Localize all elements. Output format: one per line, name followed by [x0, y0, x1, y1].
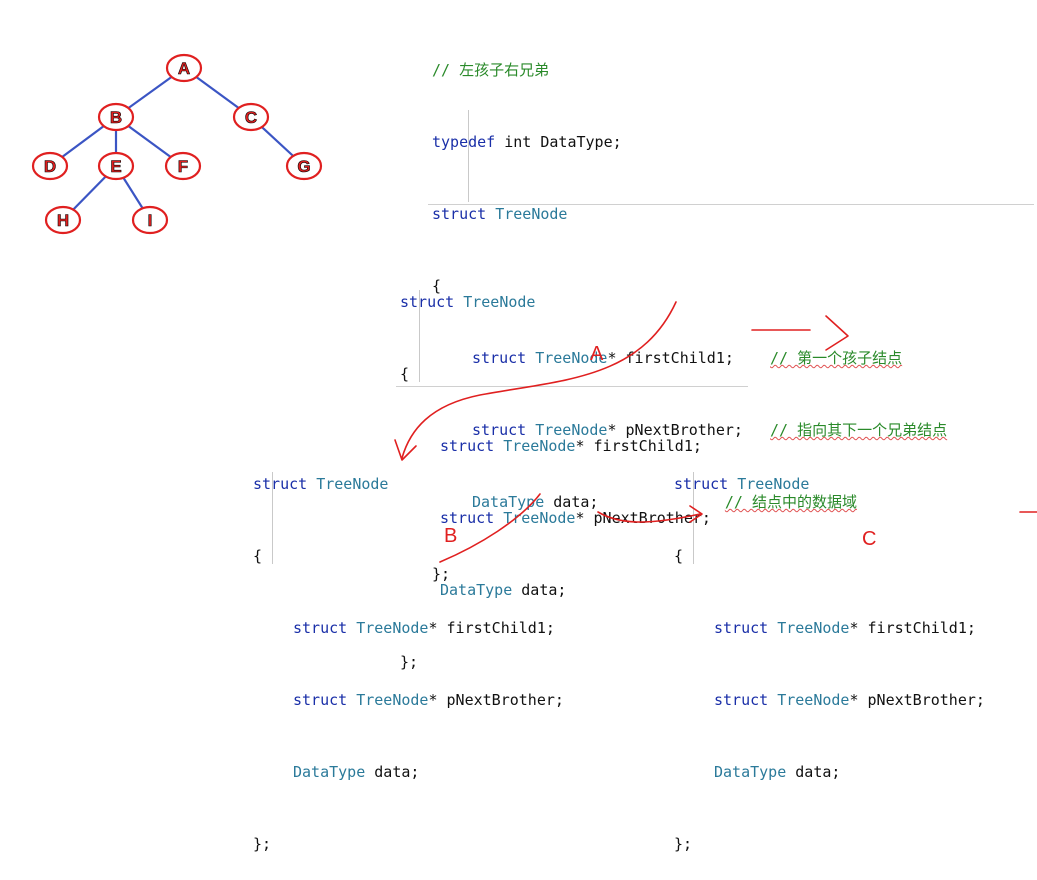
- code-gutter: [419, 290, 420, 382]
- tree-node-a: A: [165, 53, 203, 83]
- field-comment: // 指向其下一个兄弟结点: [770, 421, 948, 439]
- type-name: TreeNode: [768, 619, 850, 637]
- typedef-rest: int DataType;: [495, 133, 622, 151]
- keyword: struct: [714, 619, 769, 637]
- keyword: struct: [253, 475, 308, 493]
- close-brace: };: [253, 835, 272, 853]
- open-brace: {: [674, 547, 684, 565]
- tree-node-e: E: [97, 151, 135, 181]
- keyword: struct: [674, 475, 729, 493]
- node-block-b: struct TreeNode { struct TreeNode* first…: [253, 424, 564, 880]
- tree-node-label: C: [245, 108, 257, 127]
- tree-node-b: B: [97, 102, 135, 132]
- keyword: struct: [714, 691, 769, 709]
- field-name: * firstChild1;: [849, 619, 976, 637]
- tree-node-label: F: [178, 157, 188, 176]
- struct-name: TreeNode: [728, 475, 810, 493]
- type-name: DataType: [293, 763, 366, 781]
- code-block-border: [428, 204, 1034, 205]
- tree-node-label: H: [57, 211, 69, 230]
- comment-text: // 左孩子右兄弟: [432, 61, 550, 79]
- struct-name: TreeNode: [307, 475, 389, 493]
- tree-node-i: I: [131, 205, 169, 235]
- struct-name: TreeNode: [454, 293, 536, 311]
- tree-edges: [49, 67, 305, 221]
- tree-node-label: I: [148, 211, 153, 230]
- node-marker-b: B: [444, 525, 458, 547]
- type-name: DataType: [714, 763, 787, 781]
- tree-node-g: G: [285, 151, 323, 181]
- keyword: struct: [432, 205, 487, 223]
- tree-node-label: D: [44, 157, 56, 176]
- code-gutter: [468, 110, 469, 202]
- close-brace: };: [674, 835, 693, 853]
- code-gutter: [272, 472, 273, 564]
- code-block-border: [396, 386, 748, 387]
- open-brace: {: [400, 365, 410, 383]
- tree-nodes: A B C D E F G H I: [31, 53, 323, 235]
- struct-line: struct TreeNode: [432, 202, 947, 226]
- open-brace: {: [253, 547, 263, 565]
- keyword: typedef: [432, 133, 496, 151]
- tree-node-d: D: [31, 151, 69, 181]
- struct-name: TreeNode: [486, 205, 568, 223]
- tree-node-label: E: [110, 157, 121, 176]
- node-block-c: struct TreeNode { struct TreeNode* first…: [674, 424, 985, 880]
- tree-node-f: F: [164, 151, 202, 181]
- open-brace: {: [432, 277, 442, 295]
- field-comment: // 结点中的数据域: [724, 493, 857, 511]
- field-comment: // 第一个孩子结点: [770, 349, 903, 367]
- type-name: TreeNode: [347, 691, 429, 709]
- type-name: TreeNode: [768, 691, 850, 709]
- type-name: TreeNode: [347, 619, 429, 637]
- typedef-line: typedef int DataType;: [432, 130, 947, 154]
- node-marker-c: C: [862, 528, 877, 550]
- tree-node-c: C: [232, 102, 270, 132]
- open-brace-line: {: [432, 274, 947, 298]
- field-name: * pNextBrother;: [428, 691, 564, 709]
- field-name: data;: [365, 763, 420, 781]
- binary-tree-diagram: A B C D E F G H I: [31, 53, 323, 235]
- field-name: * pNextBrother;: [849, 691, 985, 709]
- tree-node-label: A: [178, 59, 190, 78]
- tree-node-label: B: [110, 108, 122, 127]
- code-comment-line: // 左孩子右兄弟: [432, 58, 947, 82]
- keyword: struct: [293, 619, 348, 637]
- tree-node-h: H: [44, 205, 82, 235]
- field-name: data;: [544, 493, 599, 511]
- field-name: * firstChild1;: [428, 619, 555, 637]
- code-gutter: [693, 472, 694, 564]
- tree-node-label: G: [297, 157, 310, 176]
- node-marker-a: A: [590, 343, 604, 365]
- keyword: struct: [293, 691, 348, 709]
- keyword: struct: [400, 293, 455, 311]
- field-name: data;: [786, 763, 841, 781]
